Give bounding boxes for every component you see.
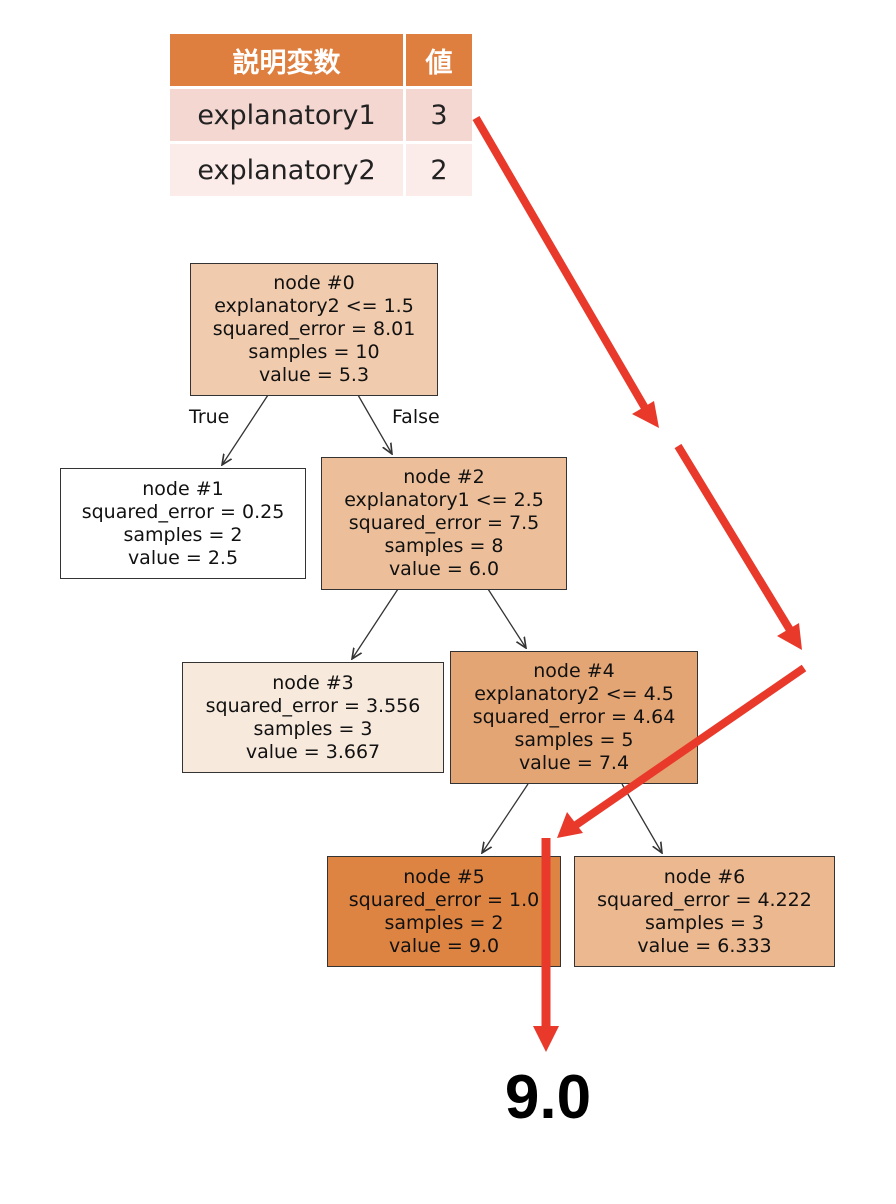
node-value: value = 2.5	[127, 546, 239, 569]
tree-node-0: node #0 explanatory2 <= 1.5 squared_erro…	[190, 263, 438, 396]
node-title: node #2	[403, 466, 485, 488]
prediction-result: 9.0	[504, 1063, 592, 1132]
node-title: node #3	[272, 671, 354, 694]
node-samples: samples = 10	[248, 341, 380, 363]
edge-4-6	[621, 783, 662, 853]
node-split: explanatory2 <= 4.5	[474, 683, 674, 705]
tree-node-6: node #6 squared_error = 4.222 samples = …	[574, 856, 835, 967]
node-title: node #1	[142, 477, 224, 500]
node-samples: samples = 3	[644, 911, 765, 934]
node-value: value = 7.4	[518, 752, 630, 774]
node-title: node #0	[273, 272, 355, 294]
node-error: squared_error = 7.5	[348, 512, 540, 534]
input-table: 説明変数 値 explanatory1 3 explanatory2 2	[170, 34, 472, 196]
node-error: squared_error = 4.64	[472, 706, 676, 728]
node-samples: samples = 3	[253, 717, 373, 740]
edge-label-true: True	[189, 406, 230, 428]
header-variable: 説明変数	[170, 34, 406, 86]
edge-0-2	[357, 394, 392, 454]
tree-node-5: node #5 squared_error = 1.0 samples = 2 …	[327, 856, 561, 967]
variable-value: 2	[406, 141, 472, 196]
table-row: explanatory2 2	[170, 141, 472, 196]
path-arrow-3	[557, 664, 807, 838]
header-value: 値	[406, 34, 472, 86]
variable-name: explanatory1	[170, 86, 406, 141]
node-samples: samples = 2	[123, 523, 243, 546]
path-arrow-1	[472, 115, 659, 428]
edge-0-1	[222, 394, 269, 465]
node-value: value = 5.3	[258, 364, 370, 386]
edge-4-5	[482, 783, 529, 853]
node-error: squared_error = 8.01	[212, 318, 416, 340]
node-split: explanatory1 <= 2.5	[344, 489, 544, 511]
node-value: value = 6.333	[637, 934, 772, 957]
path-arrow-2	[674, 443, 802, 650]
node-value: value = 6.0	[388, 558, 500, 580]
node-value: value = 9.0	[388, 934, 500, 957]
edge-label-false: False	[392, 406, 440, 428]
table-row: explanatory1 3	[170, 86, 472, 141]
path-arrow-4	[533, 838, 559, 1052]
edge-2-4	[487, 588, 526, 648]
node-error: squared_error = 0.25	[81, 500, 285, 523]
tree-node-3: node #3 squared_error = 3.556 samples = …	[182, 662, 444, 773]
variable-name: explanatory2	[170, 141, 406, 196]
node-title: node #5	[403, 865, 485, 888]
variable-value: 3	[406, 86, 472, 141]
node-title: node #4	[533, 660, 615, 682]
tree-node-2: node #2 explanatory1 <= 2.5 squared_erro…	[321, 457, 567, 590]
node-error: squared_error = 1.0	[348, 888, 540, 911]
node-title: node #6	[663, 865, 746, 888]
tree-node-1: node #1 squared_error = 0.25 samples = 2…	[60, 468, 306, 579]
node-value: value = 3.667	[245, 740, 381, 763]
edge-2-3	[352, 588, 399, 659]
node-error: squared_error = 4.222	[597, 888, 812, 911]
node-error: squared_error = 3.556	[205, 694, 421, 717]
node-samples: samples = 8	[384, 535, 504, 557]
table-header-row: 説明変数 値	[170, 34, 472, 86]
node-samples: samples = 5	[514, 729, 634, 751]
node-samples: samples = 2	[384, 911, 504, 934]
node-split: explanatory2 <= 1.5	[214, 295, 414, 317]
tree-node-4: node #4 explanatory2 <= 4.5 squared_erro…	[450, 651, 698, 784]
